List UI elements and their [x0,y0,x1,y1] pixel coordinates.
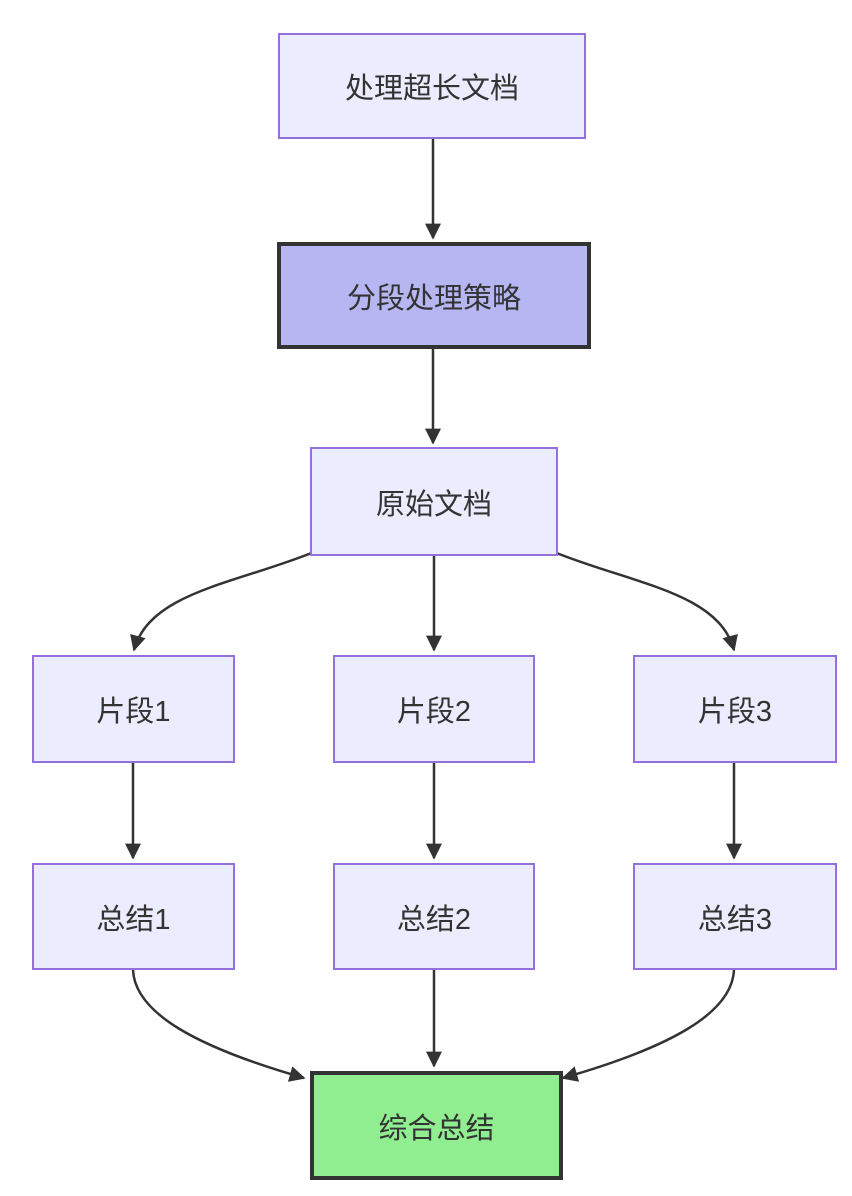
node-summary-2-label: 总结2 [396,903,472,936]
node-fragment-2: 片段2 [333,655,535,763]
node-process-label: 处理超长文档 [344,73,519,105]
node-summary-2: 总结2 [333,863,535,970]
node-final-summary: 综合总结 [310,1071,563,1180]
node-process: 处理超长文档 [278,33,586,139]
node-summary-3-label: 总结3 [697,903,773,936]
node-fragment-3: 片段3 [633,655,837,763]
edge-sum1-final [131,969,306,1082]
edge-sum3-final [561,969,736,1082]
node-original-document-label: 原始文档 [375,488,492,521]
edge-original-frag3 [553,550,738,652]
node-fragment-1-label: 片段1 [96,696,171,728]
node-fragment-1: 片段1 [32,655,235,763]
node-strategy-label: 分段处理策略 [346,282,521,315]
edge-original-frag1 [130,550,315,652]
node-summary-3: 总结3 [633,863,837,970]
node-fragment-3-label: 片段3 [697,696,773,728]
node-fragment-2-label: 片段2 [396,696,472,728]
node-strategy: 分段处理策略 [277,242,591,349]
node-final-summary-label: 综合总结 [378,1112,495,1145]
node-summary-1-label: 总结1 [96,903,171,936]
node-original-document: 原始文档 [310,447,558,556]
node-summary-1: 总结1 [32,863,235,970]
